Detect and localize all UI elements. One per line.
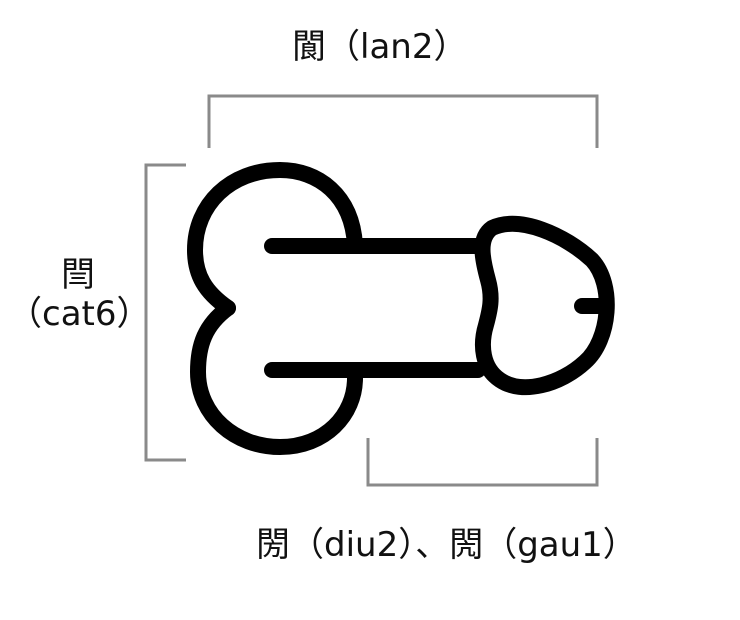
lower-lobe — [190, 300, 363, 455]
left-label: 閆 （cat6） — [8, 255, 151, 335]
tip-outline — [474, 216, 615, 396]
upper-lobe — [187, 162, 363, 316]
top-label: 閬（lan2） — [292, 27, 468, 67]
top-bracket — [207, 94, 599, 148]
figure-outline — [187, 162, 615, 455]
bottom-label: 閍（diu2）、閌（gau1） — [256, 525, 637, 565]
left-bracket — [144, 163, 186, 462]
bottom-bracket — [366, 438, 599, 487]
left-label-char: 閆 — [61, 255, 95, 295]
left-label-reading: （cat6） — [8, 294, 151, 335]
